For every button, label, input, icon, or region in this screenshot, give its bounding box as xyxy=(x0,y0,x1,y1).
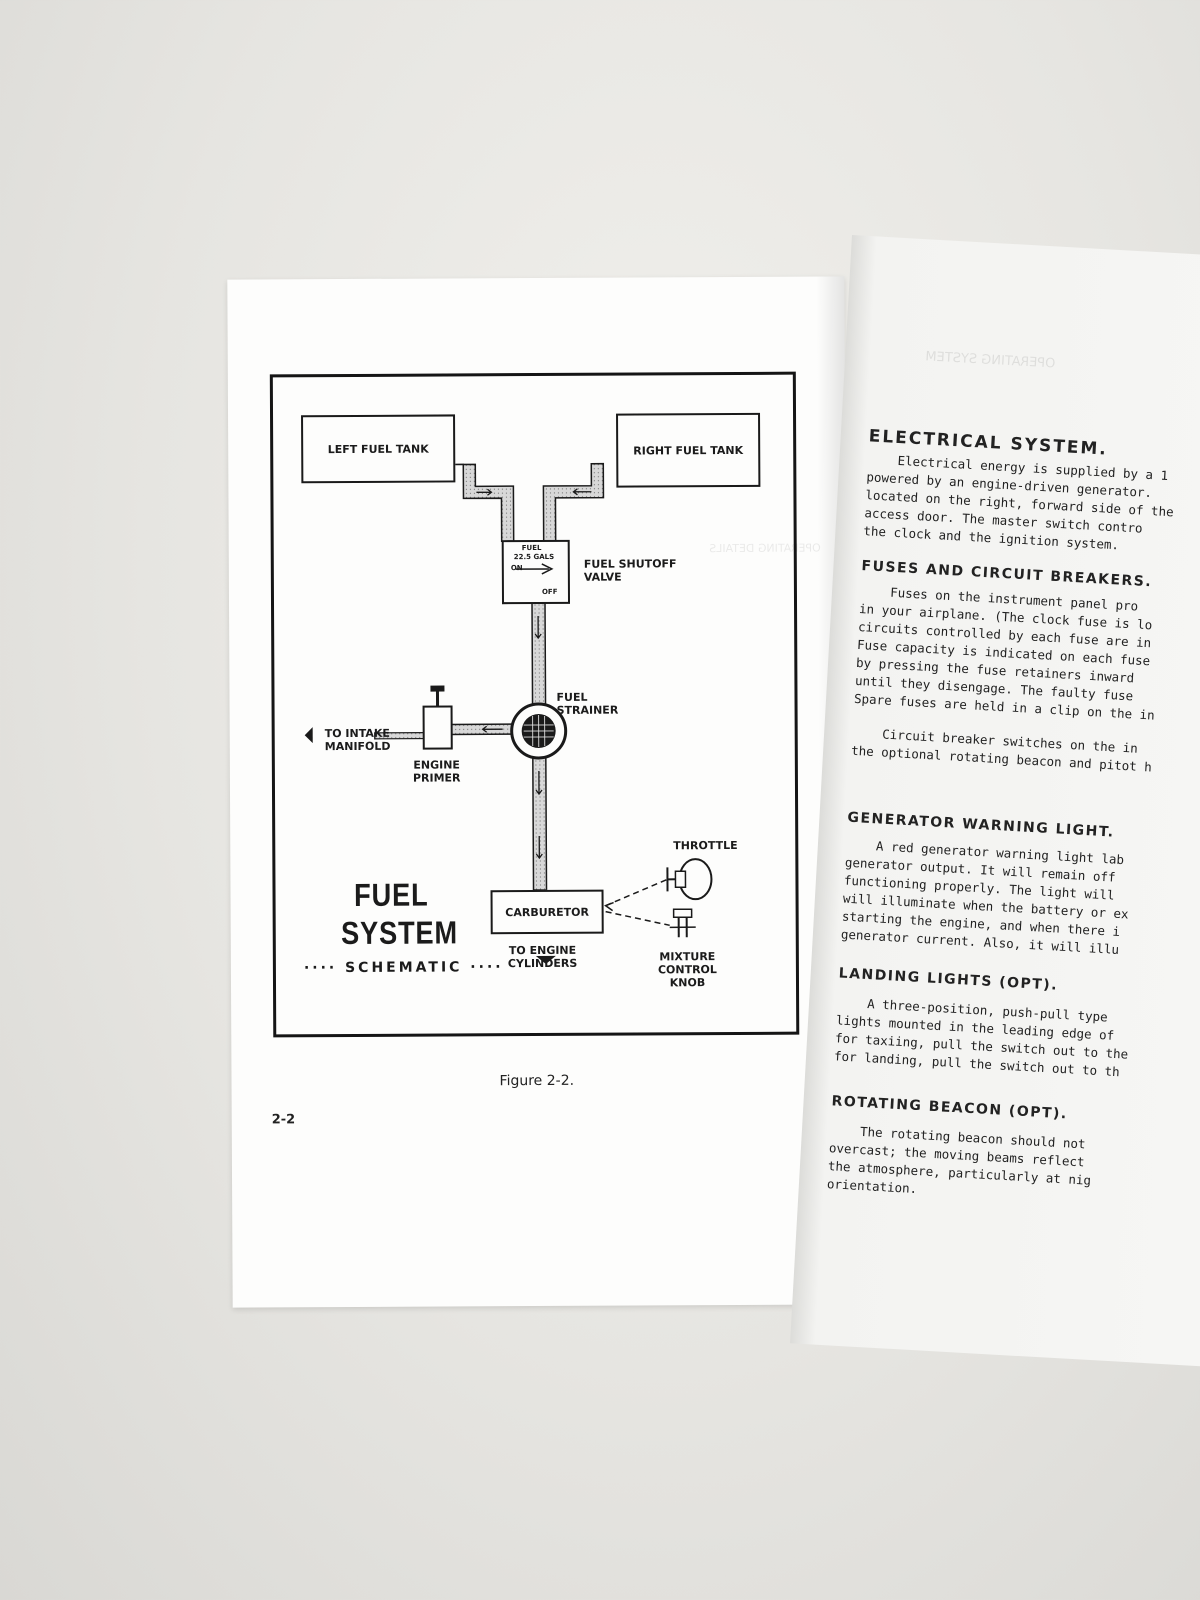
electrical-system-section: ELECTRICAL SYSTEM. Electrical energy is … xyxy=(863,426,1177,557)
generator-section: GENERATOR WARNING LIGHT. A red generator… xyxy=(840,810,1133,960)
schematic-title-line2: SYSTEM xyxy=(340,914,459,952)
right-fuel-tank-label: RIGHT FUEL TANK xyxy=(633,443,744,457)
rotating-beacon-section: ROTATING BEACON (OPT). The rotating beac… xyxy=(826,1093,1095,1208)
figure-caption: Figure 2-2. xyxy=(499,1072,575,1090)
left-fuel-tank-label: LEFT FUEL TANK xyxy=(327,442,429,456)
to-intake-manifold-label: TO INTAKE MANIFOLD xyxy=(324,726,391,754)
right-tank-line xyxy=(542,462,605,542)
mixture-control-knob-label: MIXTURE CONTROL KNOB xyxy=(657,950,717,990)
landing-lights-section: LANDING LIGHTS (OPT). A three-position, … xyxy=(834,965,1133,1081)
carburetor-label: CARBURETOR xyxy=(505,905,590,919)
throttle-label: THROTTLE xyxy=(673,838,738,853)
right-fuel-tank: RIGHT FUEL TANK xyxy=(616,412,761,488)
left-tank-line xyxy=(451,463,515,542)
schematic-lines xyxy=(304,462,713,964)
carburetor: CARBURETOR xyxy=(490,889,604,935)
fuses-section: FUSES AND CIRCUIT BREAKERS. Fuses on the… xyxy=(851,558,1163,776)
rotating-beacon-heading: ROTATING BEACON (OPT). xyxy=(831,1093,1069,1123)
left-fuel-tank: LEFT FUEL TANK xyxy=(301,414,456,484)
generator-heading: GENERATOR WARNING LIGHT. xyxy=(847,809,1115,841)
page-number: 2-2 xyxy=(271,1112,296,1128)
valve-face-top: FUEL xyxy=(521,543,542,553)
bleed-through-heading: OPERATING SYSTEM xyxy=(924,349,1056,372)
landing-lights-heading: LANDING LIGHTS (OPT). xyxy=(838,965,1059,994)
fuel-system-schematic: LEFT FUEL TANK RIGHT FUEL TANK FUEL 22.5… xyxy=(269,371,800,1038)
left-page: OPERATING DETAILS xyxy=(227,276,850,1308)
valve-face-off: OFF xyxy=(541,587,558,596)
fuel-shutoff-valve-label: FUEL SHUTOFF VALVE xyxy=(583,557,677,584)
schematic-title-line3: ···· SCHEMATIC ···· xyxy=(303,959,504,977)
schematic-title-line1: FUEL xyxy=(354,876,429,913)
right-page-content: ELECTRICAL SYSTEM. Electrical energy is … xyxy=(827,426,1200,1196)
valve-face-gals: 22.5 GALS xyxy=(513,552,555,562)
valve-face-on: ON xyxy=(510,564,523,573)
fuel-strainer-label: FUEL STRAINER xyxy=(556,690,619,717)
right-page: OPERATING SYSTEM ELECTRICAL SYSTEM. Elec… xyxy=(790,235,1200,1367)
engine-primer-label: ENGINE PRIMER xyxy=(412,758,461,785)
to-engine-cylinders-label: TO ENGINE CYLINDERS xyxy=(507,943,578,971)
